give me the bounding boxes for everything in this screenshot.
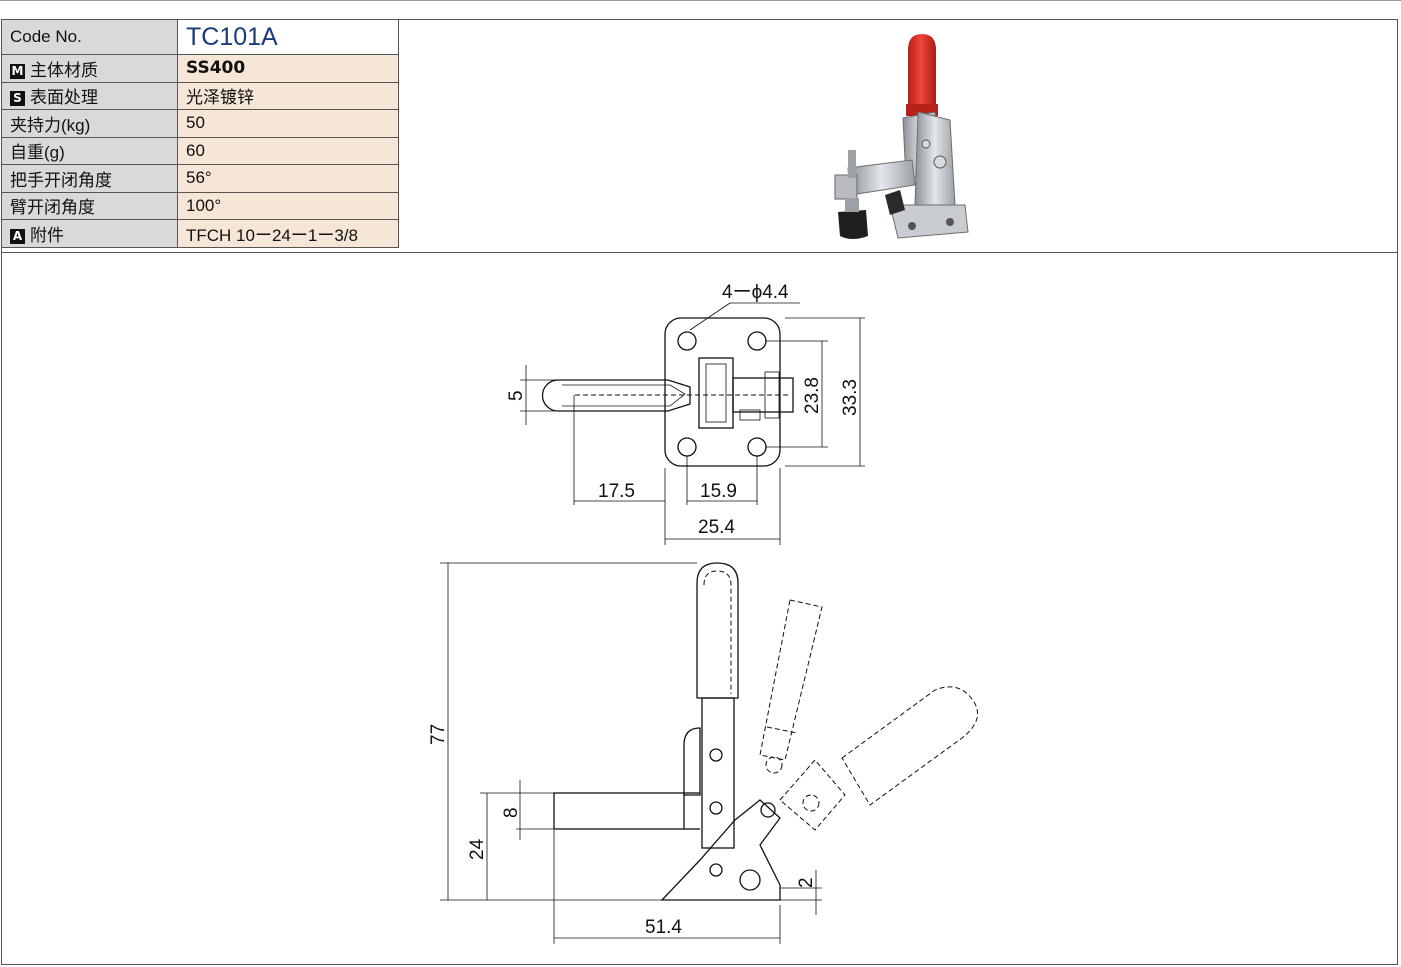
clamp-photo-icon [834,34,969,239]
code-value: TC101A [177,19,399,55]
spec-row-force: 夹持力(kg) 50 [1,109,399,138]
weight-value: 60 [177,136,399,165]
arm-outline [541,379,691,412]
force-value: 50 [177,109,399,138]
force-label: 夹持力(kg) [1,109,178,138]
top-rule [0,0,1401,1]
mount-hole [677,437,697,457]
dim-holes: 4ーϕ4.4 [722,282,789,303]
spec-table: Code No. TC101A M 主体材质 SS400 S 表面处理 光泽镀锌 夹… [1,19,399,248]
spec-row-code: Code No. TC101A [1,19,399,55]
accessory-value: TFCH 10ー24ー1ー3/8 [177,219,399,248]
spec-row-weight: 自重(g) 60 [1,136,399,165]
dim-2: 2 [796,877,817,888]
dim-51-4: 51.4 [645,917,682,938]
dim-24: 24 [467,838,488,860]
material-value: SS400 [177,54,399,83]
mount-hole [677,331,697,351]
dim-15-9: 15.9 [700,481,737,502]
dim-23-8: 23.8 [802,377,823,414]
handle-alt-position [759,599,823,761]
dim-33-3: 33.3 [840,379,861,416]
surface-label: 表面处理 [30,88,98,108]
base-plate-outline [664,317,781,467]
sheet-frame [1,19,1398,965]
spec-row-material: M 主体材质 SS400 [1,54,399,83]
dim-17-5: 17.5 [598,481,635,502]
spec-row-surface: S 表面处理 光泽镀锌 [1,81,399,110]
arm-angle-value: 100° [177,191,399,220]
handle-angle-label: 把手开闭角度 [1,164,178,193]
mount-hole [747,437,767,457]
material-badge-icon: M [10,63,25,79]
surface-badge-icon: S [10,91,25,107]
surface-value: 光泽镀锌 [177,81,399,110]
base-frame [660,799,781,901]
spec-row-accessory: A 附件 TFCH 10ー24ー1ー3/8 [1,219,399,248]
spec-row-handle-angle: 把手开闭角度 56° [1,164,399,193]
arm-angle-label: 臂开闭角度 [1,191,178,220]
dim-25-4: 25.4 [698,517,735,538]
handle-open-position [841,686,978,806]
section-divider [1,252,1398,253]
side-view: 77 24 8 2 51.4 [428,562,978,944]
handle-grip [696,562,739,699]
material-label: 主体材质 [30,60,98,80]
dim-8: 8 [501,807,522,818]
clamp-arm [553,792,685,830]
top-view: 4ーϕ4.4 17.5 15.9 25.4 5 23.8 33.3 [506,282,865,545]
handle-angle-value: 56° [177,164,399,193]
accessory-label: 附件 [30,225,64,245]
weight-label: 自重(g) [1,136,178,165]
dim-5: 5 [506,390,527,401]
accessory-badge-icon: A [10,228,25,244]
dim-77: 77 [428,724,449,745]
mount-hole [747,331,767,351]
spec-row-arm-angle: 臂开闭角度 100° [1,191,399,220]
